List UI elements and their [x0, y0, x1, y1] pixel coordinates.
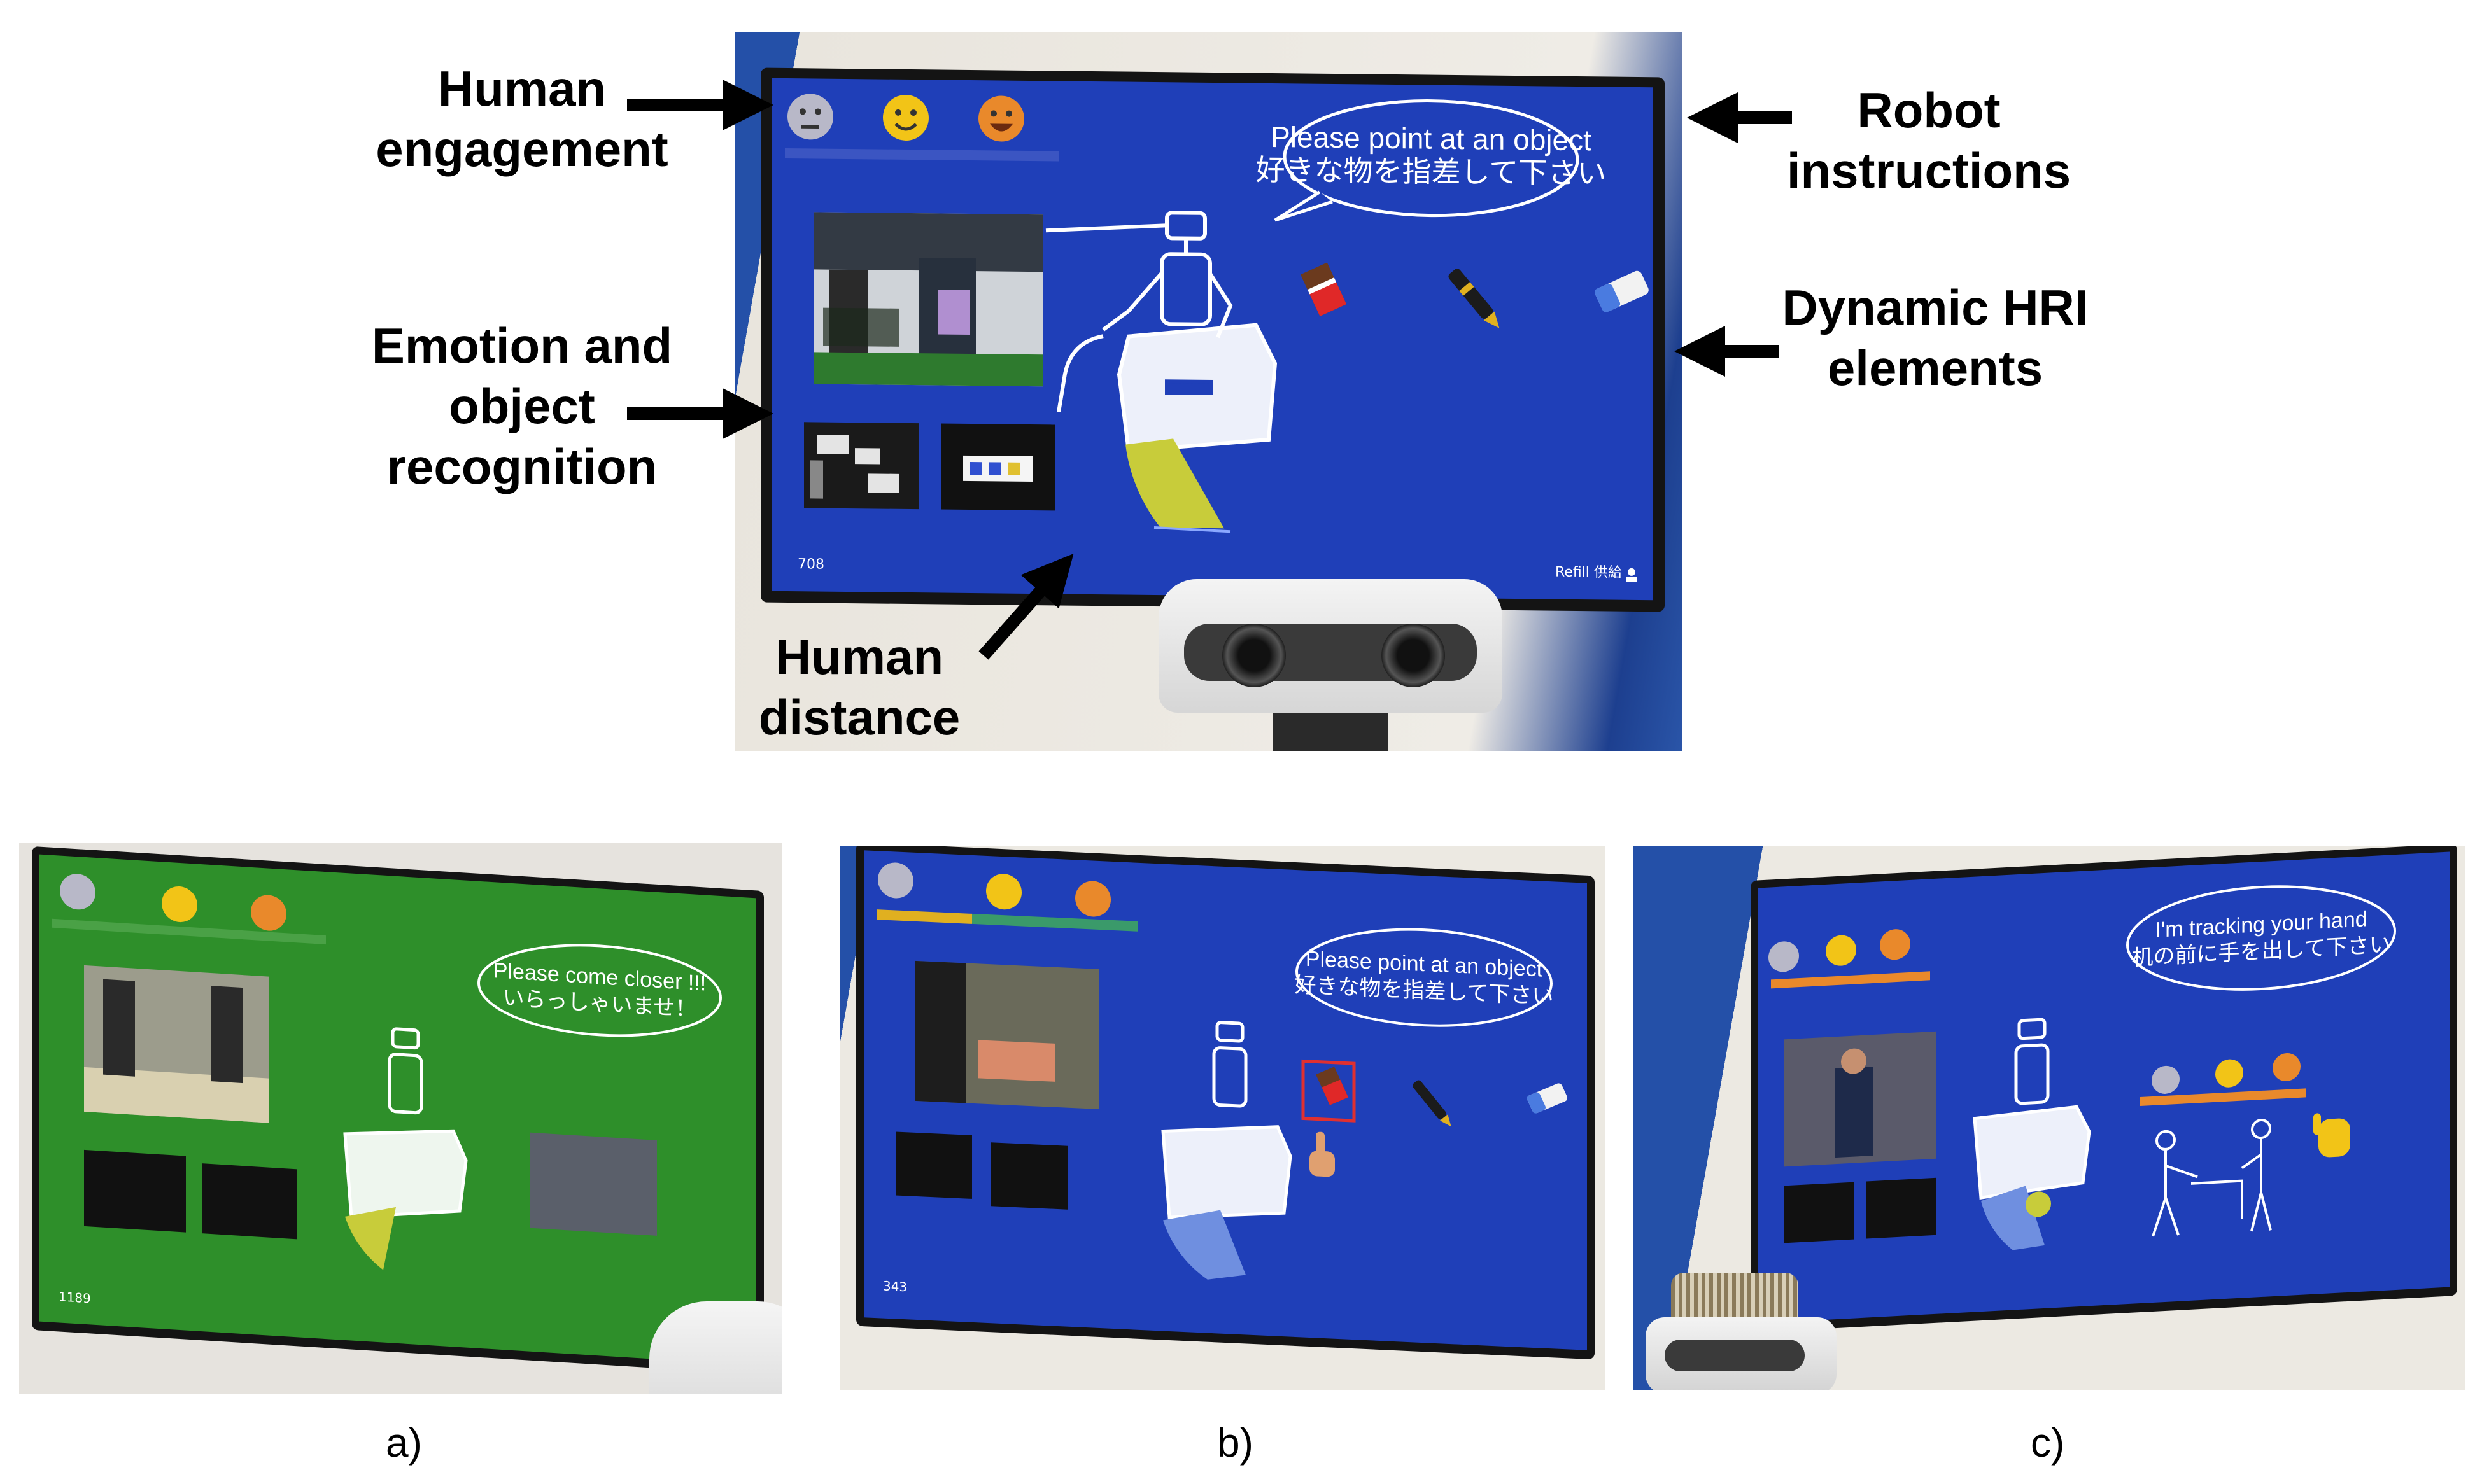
pointing-hand-icon [1309, 1131, 1335, 1177]
excited-face-icon [251, 895, 286, 931]
robot-head-partial [649, 1301, 782, 1394]
panel-c-screen: I'm tracking your hand 机の前に手を出して下さい [1758, 851, 2450, 1324]
panel-b-screen: Please point at an object 好きな物を指差して下さい 3… [864, 850, 1587, 1350]
label-human-engagement: Human engagement [376, 60, 668, 178]
recognition-thumbnail-1 [1784, 1182, 1854, 1243]
engagement-bar [1771, 971, 1930, 989]
caption-c: c) [2031, 1420, 2065, 1466]
neutral-face-icon [60, 874, 95, 910]
robot-drawing [1973, 1018, 2091, 1200]
frame-counter: 708 [798, 556, 824, 572]
panel-b-photo: Please point at an object 好きな物を指差して下さい 3… [840, 846, 1605, 1390]
chocolate-icon [1301, 262, 1347, 317]
recognition-thumbnail-2 [1866, 1177, 1936, 1239]
distance-arc [1153, 526, 1231, 533]
happy-face-icon [162, 886, 197, 923]
engagement-bar-fill [877, 909, 972, 924]
frame-counter: 343 [883, 1278, 907, 1295]
caption-a: a) [386, 1420, 422, 1466]
panel-a-content: Please come closer !!! いらっしゃいませ！ 1189 [52, 874, 722, 1306]
excited-face-icon [1880, 929, 1910, 960]
camera-lens-left [1222, 624, 1286, 687]
panel-a-photo: Please come closer !!! いらっしゃいませ！ 1189 [19, 843, 782, 1394]
distance-sector [1125, 438, 1224, 529]
annotation-arrows [627, 80, 1792, 660]
recognition-thumbnail-1 [84, 1149, 186, 1233]
robot-head-camera [1646, 1273, 1837, 1390]
label-dynamic-hri: Dynamic HRI elements [1782, 279, 2089, 396]
happy-face-icon-2 [2215, 1059, 2243, 1088]
arrow-distance [978, 554, 1074, 660]
robot-drawing [343, 1027, 468, 1219]
excited-face-icon-2 [2273, 1053, 2301, 1081]
pen-icon [1448, 269, 1500, 328]
user-icon [1626, 568, 1637, 582]
panel-c-photo: I'm tracking your hand 机の前に手を出して下さい [1633, 846, 2465, 1390]
person-at-table-illustration [2152, 1119, 2272, 1237]
robot-drawing [1045, 211, 1278, 453]
distance-sector [1163, 1210, 1246, 1280]
bubble-english: Please point at an object [1271, 120, 1591, 157]
distance-sector [345, 1207, 396, 1270]
camera-lens-right [1381, 624, 1445, 687]
recognition-thumbnail-1 [804, 422, 919, 510]
panel-c-tv: I'm tracking your hand 机の前に手を出して下さい [1751, 846, 2457, 1333]
frame-counter: 1189 [59, 1289, 91, 1306]
caption-b: b) [1217, 1420, 1253, 1466]
panel-a-tv: Please come closer !!! いらっしゃいませ！ 1189 [32, 846, 764, 1375]
engagement-bar [785, 148, 1059, 162]
recognition-thumbnail-2 [202, 1163, 297, 1240]
main-photo: Please point at an object 好きな物を指差して下さい [735, 32, 1682, 751]
neutral-face-icon [1768, 941, 1799, 972]
neutral-face-icon-2 [2152, 1065, 2180, 1094]
speech-bubble: Please point at an object 好きな物を指差して下さい [1256, 99, 1607, 222]
excited-face-icon [978, 95, 1024, 142]
neutral-face-icon [878, 862, 913, 899]
eraser-icon [1527, 1083, 1568, 1114]
happy-face-icon [1826, 935, 1856, 966]
pen-icon [1413, 1080, 1451, 1127]
engagement-bar [52, 918, 326, 945]
eraser-icon [1594, 270, 1649, 312]
robot-camera-feed [530, 1132, 657, 1236]
engagement-bar [972, 913, 1138, 932]
bubble-japanese: 好きな物を指差して下さい [1256, 153, 1607, 190]
label-emotion-object: Emotion and object recognition [371, 318, 673, 495]
engagement-bar-2 [2140, 1088, 2306, 1107]
panel-c-content: I'm tracking your hand 机の前に手を出して下さい [1768, 885, 2396, 1250]
main-screen: Please point at an object 好きな物を指差して下さい [772, 78, 1653, 601]
robot-drawing [1161, 1021, 1292, 1219]
refill-button[interactable]: Refill 供給 [1555, 564, 1622, 581]
camera-feed [814, 212, 1043, 387]
main-tv: Please point at an object 好きな物を指差して下さい [761, 67, 1665, 612]
panel-b-tv: Please point at an object 好きな物を指差して下さい 3… [856, 846, 1595, 1360]
main-screen-content: Please point at an object 好きな物を指差して下さい [785, 94, 1649, 582]
neutral-face-icon [787, 94, 833, 140]
panel-b-content: Please point at an object 好きな物を指差して下さい 3… [877, 862, 1568, 1295]
selected-object-box [1301, 1059, 1356, 1123]
robot-head-camera [1159, 579, 1502, 751]
distance-marker [2026, 1191, 2051, 1217]
panel-a-screen: Please come closer !!! いらっしゃいませ！ 1189 [39, 854, 756, 1366]
recognition-thumbnail-2 [991, 1142, 1068, 1210]
happy-face-icon [883, 94, 929, 141]
label-human-distance: Human distance [758, 629, 961, 746]
chocolate-icon [1316, 1067, 1348, 1105]
recognition-thumbnail-2 [941, 423, 1055, 511]
happy-face-icon [986, 874, 1022, 910]
waving-hand-icon [2313, 1113, 2350, 1158]
recognition-thumbnail-1 [896, 1131, 972, 1199]
label-robot-instructions: Robot instructions [1786, 82, 2071, 199]
excited-face-icon [1075, 881, 1111, 917]
